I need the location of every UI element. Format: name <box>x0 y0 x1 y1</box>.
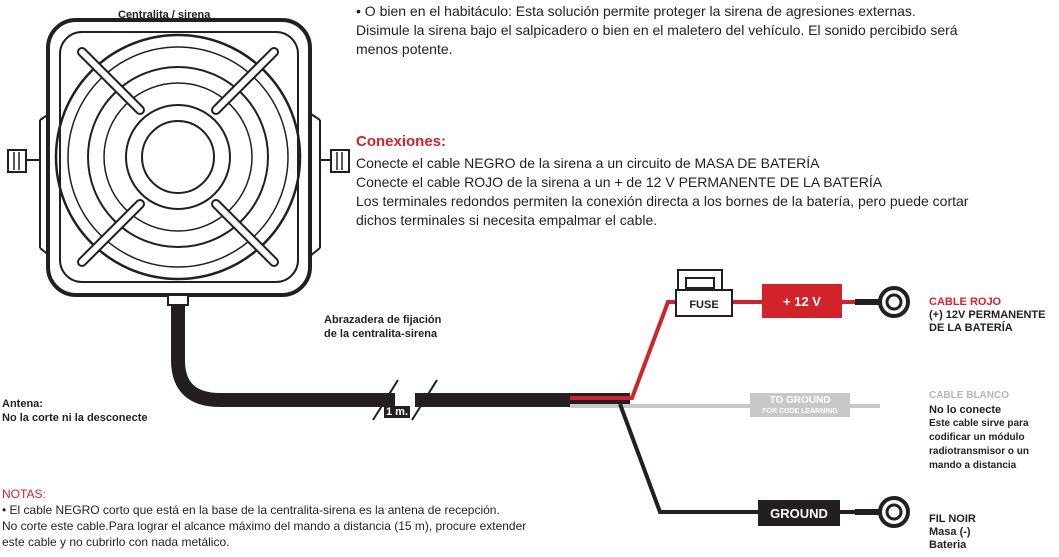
red-cable-label: CABLE ROJO (+) 12V PERMANENTE DE LA BATE… <box>929 296 1045 335</box>
red-cable-title: CABLE ROJO <box>929 296 1002 308</box>
connections-line-2: Conecte el cable ROJO de la sirena a un … <box>356 174 883 190</box>
black-cable-label: FIL NOIR Masa (-) Bateria <box>929 513 976 552</box>
antenna-label: Antena: No la corte ni la desconecte <box>2 397 148 425</box>
connections-line-1: Conecte el cable NEGRO de la sirena a un… <box>356 155 820 171</box>
to-ground-line-2: FOR CODE LEARNING <box>762 408 838 415</box>
to-ground-line-1: TO GROUND <box>769 395 831 406</box>
intro-line-3: menos potente. <box>356 41 453 57</box>
length-label: 1 m. <box>384 406 411 418</box>
intro-line-2: Disimule la sirena bajo el salpicadero o… <box>356 22 958 38</box>
black-cable-line-1: Masa (-) <box>929 526 971 538</box>
clamp-label: Abrazadera de fijación de la centralita-… <box>324 313 441 341</box>
black-cable-line-2: Bateria <box>929 539 967 551</box>
white-cable-line-5: mando a distancia <box>929 460 1017 471</box>
red-cable-line-2: DE LA BATERÍA <box>929 322 1013 334</box>
intro-line-1: • O bien en el habitáculo: Esta solución… <box>356 3 916 19</box>
siren-title: Centralita / sirena <box>118 9 211 21</box>
notes-line-3: este cable y no cubrirlo con nada metáli… <box>2 535 230 549</box>
white-cable-line-4: radiotransmisor o un <box>929 446 1030 457</box>
notes-heading: NOTAS: <box>2 487 46 501</box>
white-cable-label: CABLE BLANCO No lo conecte Este cable si… <box>929 389 1029 473</box>
white-cable-line-3: codificar un módulo <box>929 432 1025 443</box>
black-wire <box>618 403 880 514</box>
ring-terminals <box>878 286 910 528</box>
plus-12v-label: + 12 V <box>762 284 842 318</box>
connections-heading: Conexiones: <box>356 133 447 150</box>
notes-line-2: No corte este cable.Para lograr el alcan… <box>2 519 527 533</box>
black-cable-title: FIL NOIR <box>929 513 976 525</box>
notes: NOTAS: • El cable NEGRO corto que está e… <box>2 486 562 550</box>
notes-line-1: • El cable NEGRO corto que está en la ba… <box>2 503 500 517</box>
siren-unit <box>7 18 350 306</box>
intro-text: • O bien en el habitáculo: Esta solución… <box>356 2 1056 59</box>
clamp-label-line-2: de la centralita-sirena <box>324 328 438 340</box>
red-cable-line-1: (+) 12V PERMANENTE <box>929 309 1046 321</box>
clamp-label-line-1: Abrazadera de fijación <box>324 314 442 326</box>
fuse-holder <box>675 269 733 317</box>
ground-label: GROUND <box>758 500 840 526</box>
to-ground-label: TO GROUND FOR CODE LEARNING <box>750 393 850 417</box>
connections-text: Conecte el cable NEGRO de la sirena a un… <box>356 154 1056 230</box>
fuse-label: FUSE <box>689 299 719 311</box>
connections-line-4: dichos terminales si necesita empalmar e… <box>356 212 658 228</box>
white-cable-line-1: No lo conecte <box>929 404 1002 416</box>
antenna-label-line-1: Antena: <box>2 398 43 410</box>
white-cable-line-2: Este cable sirve para <box>929 418 1029 429</box>
white-cable-title: CABLE BLANCO <box>929 390 1009 401</box>
antenna-label-line-2: No la corte ni la desconecte <box>2 412 148 424</box>
connections-line-3: Los terminales redondos permiten la cone… <box>356 193 969 209</box>
